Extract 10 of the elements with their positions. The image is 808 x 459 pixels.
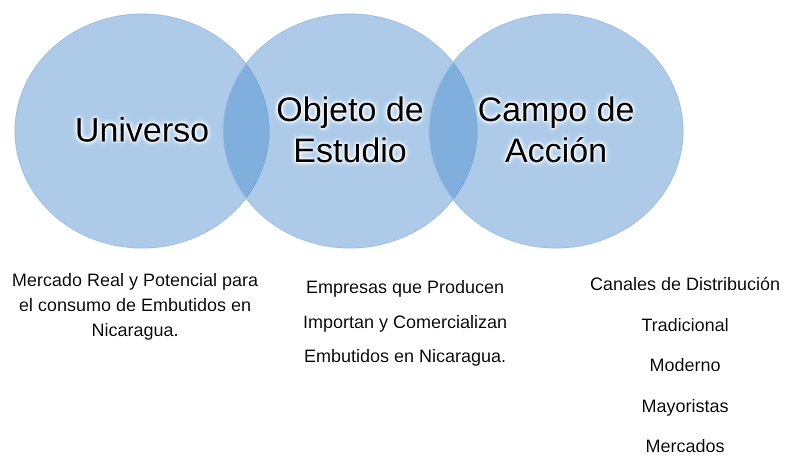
description-text: Empresas que Producen Importan y Comercializan Embutidos en Nicaragua.	[302, 276, 508, 368]
description-text: Mercado Real y Potencial para el consumo de Embutidos en Nicaragua.	[10, 269, 260, 342]
circle-label: Universo	[74, 110, 210, 152]
description-text: Mercados	[645, 436, 725, 457]
description-text: Mayoristas	[641, 396, 729, 416]
circle-label: Campo de Acción	[476, 90, 636, 172]
circle-label: Objeto de Estudio	[275, 90, 425, 172]
description-text: Tradicional	[641, 314, 729, 336]
description-text: Canales de Distribución	[590, 274, 780, 295]
description-text: Moderno	[649, 355, 721, 376]
